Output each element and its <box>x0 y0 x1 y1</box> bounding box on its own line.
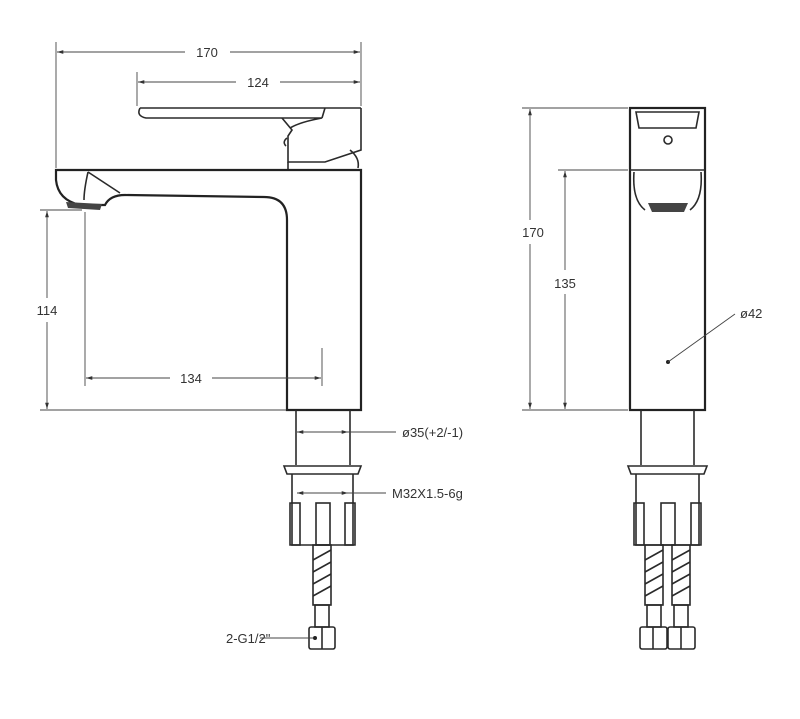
dim-label-124: 124 <box>247 75 269 90</box>
dimension-spout-reach: 134 <box>84 212 323 386</box>
dimension-spout-height: 114 <box>37 209 286 411</box>
dim-label-hose-connection: 2-G1/2" <box>226 631 271 646</box>
faucet-body-side <box>54 168 363 412</box>
supply-hose: 2-G1/2" <box>226 544 336 650</box>
faucet-body-front <box>628 106 707 412</box>
dim-label-135: 135 <box>554 276 576 291</box>
supply-hoses-front <box>639 544 696 650</box>
dimension-overall-width: 170 <box>57 45 360 60</box>
lever-handle <box>138 107 362 170</box>
side-view: 170 124 114 <box>37 42 463 650</box>
dimension-body-diameter: ø42 <box>667 306 762 363</box>
dimension-lever-length: 124 <box>138 75 360 90</box>
mounting-shank: ø35(+2/-1) <box>295 410 463 465</box>
dim-label-thread: M32X1.5-6g <box>392 486 463 501</box>
mounting-front <box>626 410 709 546</box>
mounting-nut: M32X1.5-6g <box>282 465 463 546</box>
aerator <box>66 202 102 210</box>
front-view: 170 135 ø42 <box>522 106 762 650</box>
dim-label-114: 114 <box>37 303 58 318</box>
dimension-body-height: 135 <box>554 169 628 409</box>
dim-label-170: 170 <box>196 45 218 60</box>
dim-label-front-170: 170 <box>522 225 544 240</box>
dim-label-134: 134 <box>180 371 202 386</box>
dim-label-hole-diameter: ø35(+2/-1) <box>402 425 463 440</box>
dimension-overall-height: 170 <box>522 107 628 411</box>
dim-label-42: ø42 <box>740 306 762 321</box>
